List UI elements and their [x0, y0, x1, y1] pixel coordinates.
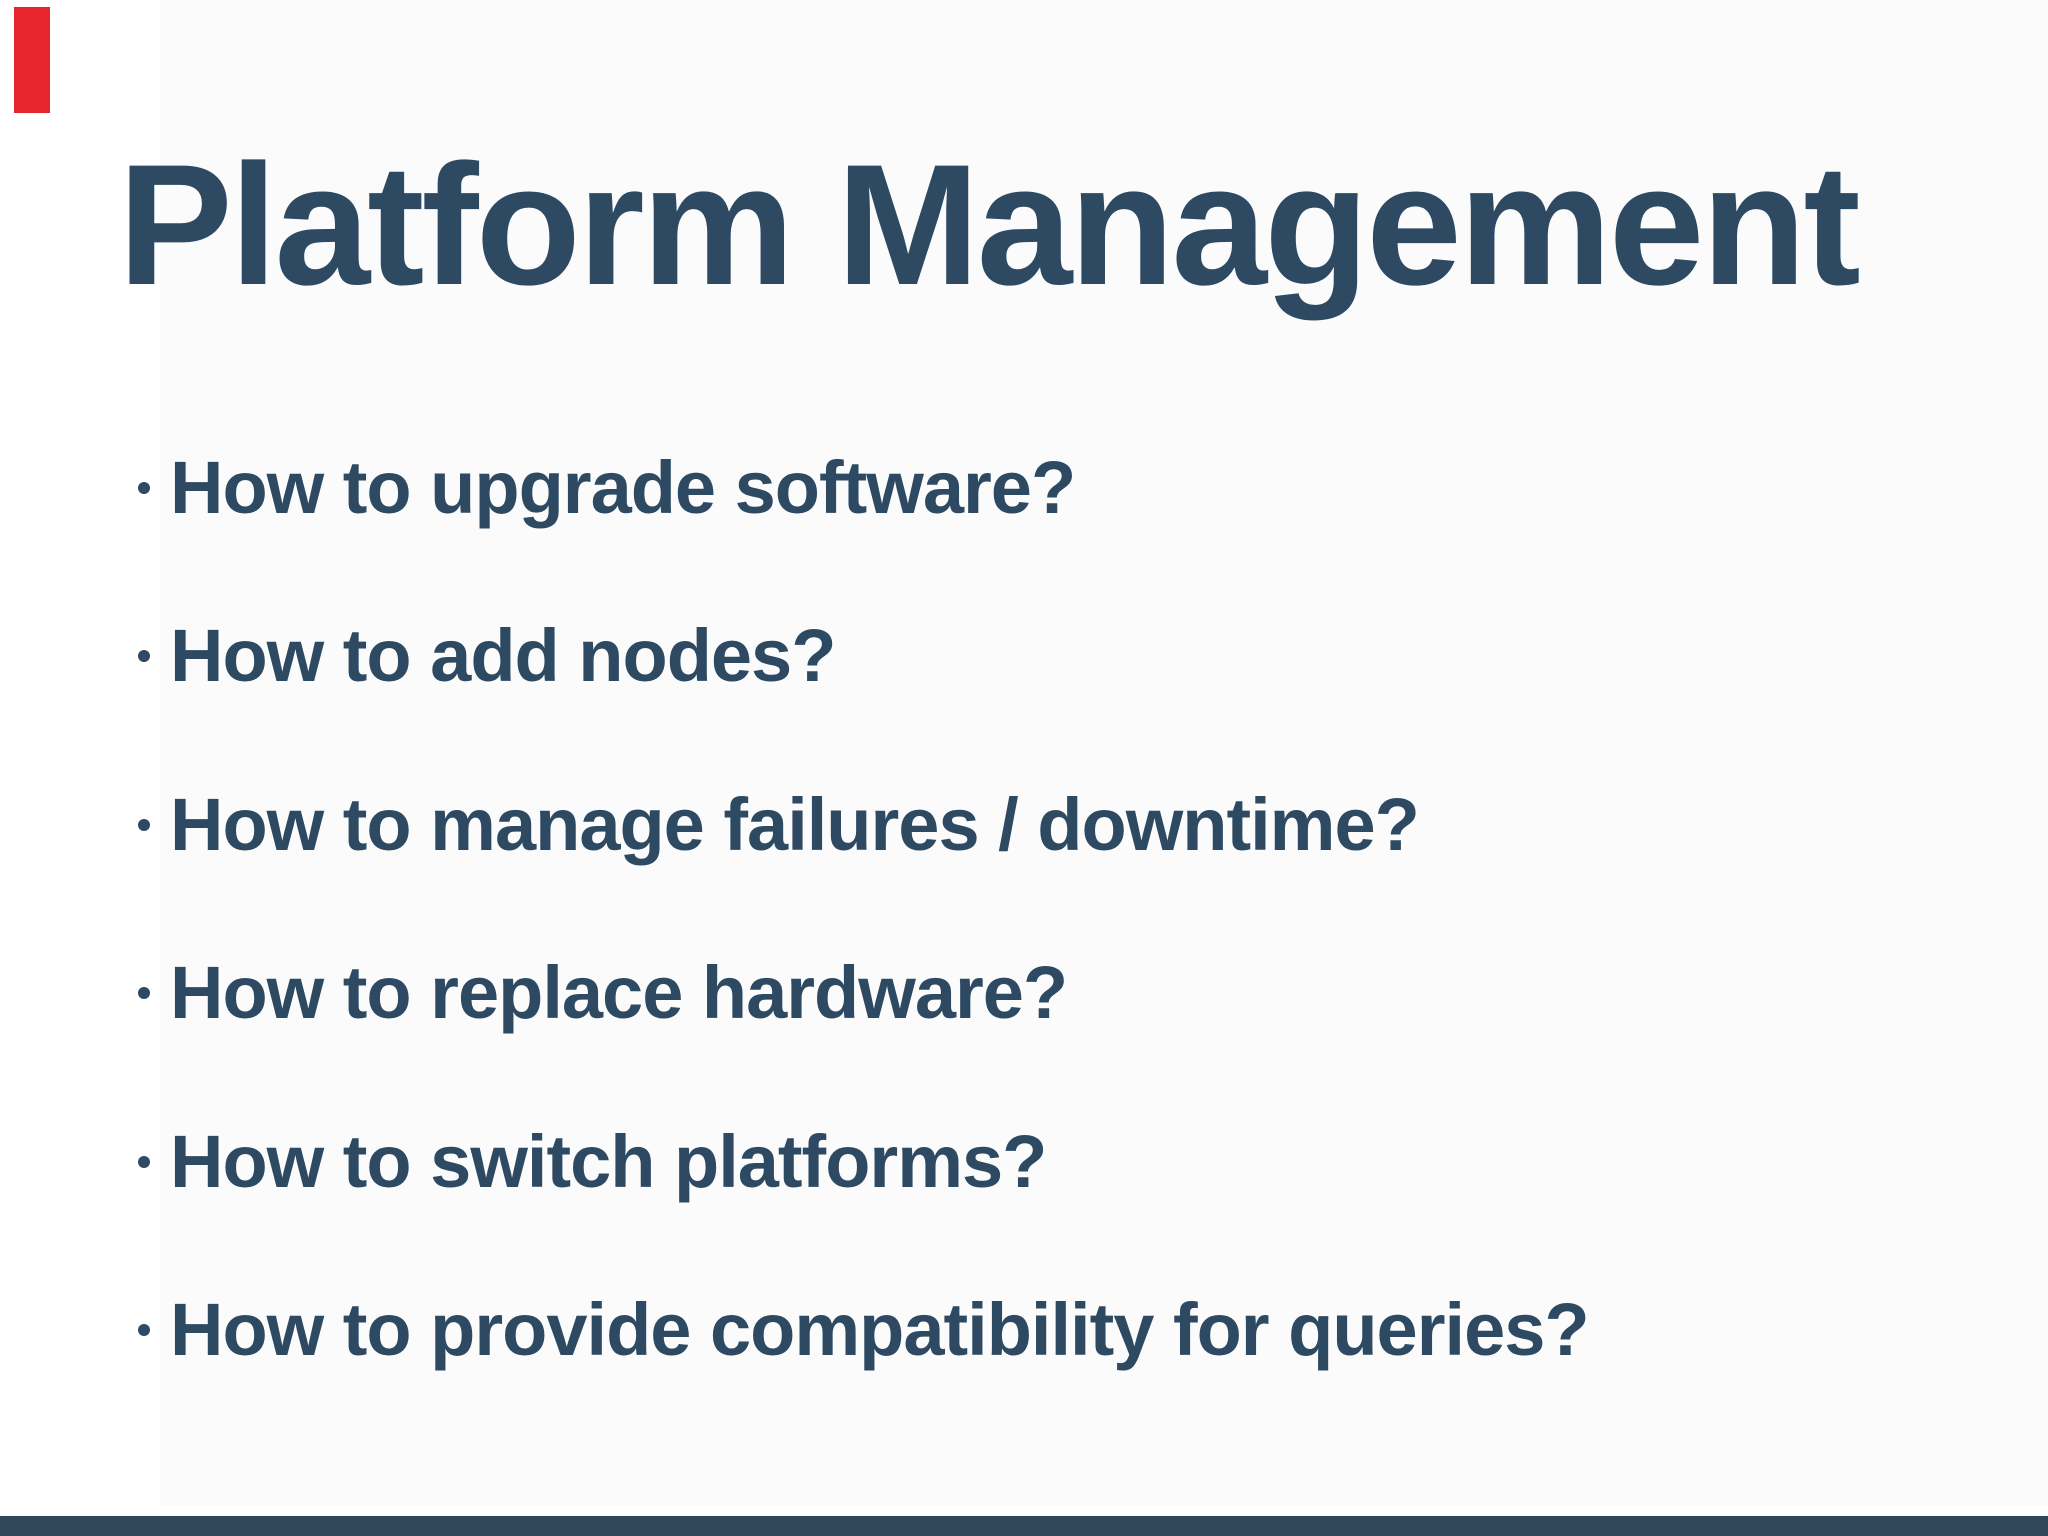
list-item: How to add nodes?	[138, 614, 1589, 698]
list-item: How to provide compatibility for queries…	[138, 1287, 1590, 1371]
list-item: How to manage failures / downtime?	[138, 782, 1589, 866]
bullet-icon	[138, 1323, 150, 1336]
list-item: How to switch platforms?	[138, 1119, 1589, 1203]
bullet-text: How to replace hardware?	[170, 951, 1068, 1035]
list-item: How to replace hardware?	[138, 951, 1589, 1035]
bullet-icon	[138, 650, 150, 663]
bullet-icon	[138, 1155, 150, 1168]
slide-title: Platform Management	[118, 129, 1861, 321]
bullet-icon	[138, 482, 150, 494]
bullet-text: How to upgrade software?	[170, 446, 1076, 529]
bullet-icon	[138, 818, 150, 831]
list-item: How to upgrade software?	[138, 447, 1589, 528]
bullet-text: How to manage failures / downtime?	[170, 782, 1420, 866]
bullet-list: How to upgrade software? How to add node…	[138, 447, 1590, 1371]
bullet-icon	[138, 987, 150, 1000]
slide-background	[160, 0, 2048, 1506]
footer-bar	[0, 1516, 2048, 1536]
bullet-text: How to switch platforms?	[170, 1119, 1047, 1203]
bullet-text: How to provide compatibility for queries…	[170, 1287, 1590, 1371]
red-marker	[14, 7, 50, 113]
bullet-text: How to add nodes?	[170, 614, 836, 698]
